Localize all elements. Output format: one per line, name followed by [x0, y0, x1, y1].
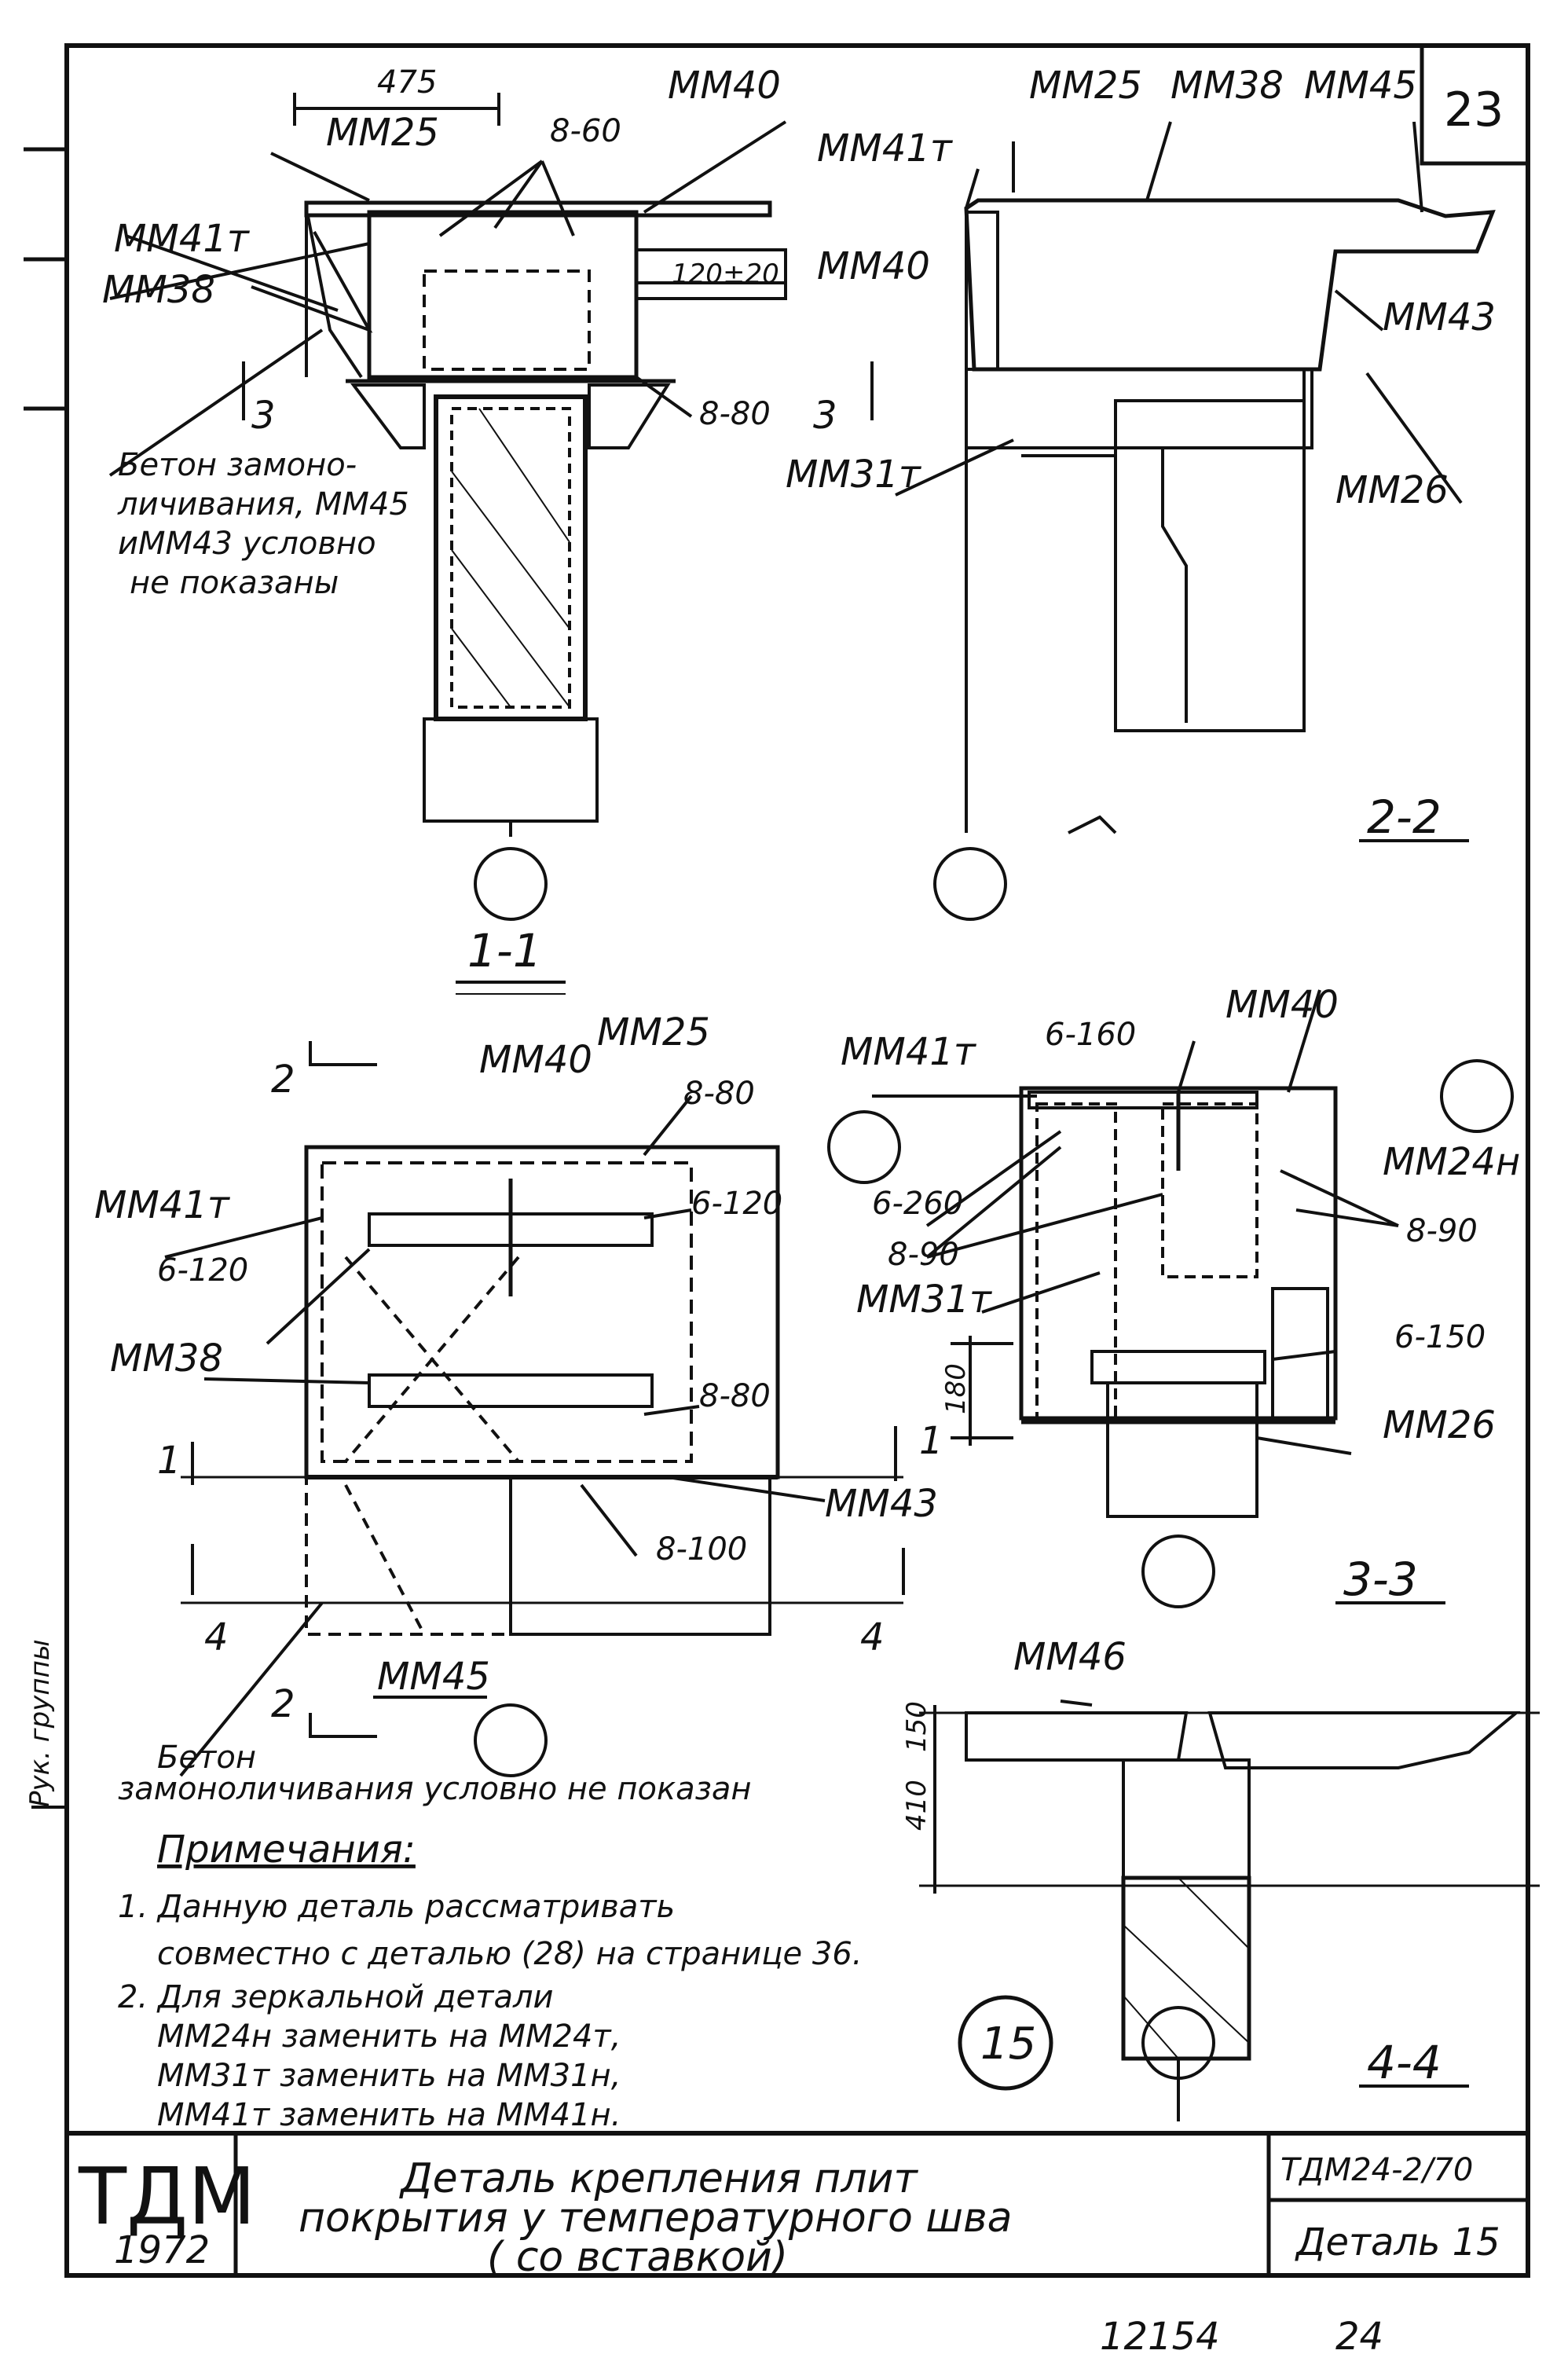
cut-mark-3-left: 3: [251, 394, 276, 438]
title-line-3: ( со вставкой): [487, 2234, 788, 2281]
detail-number-circle: [958, 1995, 1053, 2091]
notes-line-2: совместно с деталью (28) на странице 36.: [157, 1936, 862, 1972]
label-mm25-c: ММ25: [597, 1010, 710, 1054]
label-mm45-c: ММ45: [377, 1655, 490, 1699]
label-6-160: 6-160: [1045, 1017, 1136, 1053]
cut-mark-4-right: 4: [860, 1615, 885, 1659]
note-1-1-line1: Бетон замоно-: [118, 447, 357, 483]
title-line-2: покрытия у температурного шва: [299, 2194, 1013, 2242]
label-8-100: 8-100: [656, 1531, 747, 1568]
label-mm40-c: ММ40: [479, 1038, 592, 1082]
label-mm41t-b: ММ41т: [817, 126, 954, 170]
label-mm38-b: ММ38: [1171, 64, 1284, 108]
label-mm31t-d: ММ31т: [856, 1278, 993, 1322]
cut-mark-1-left: 1: [157, 1439, 181, 1483]
section-4-4-labels: ММ46 150 410 4-4: [901, 1635, 1442, 2089]
cut-mark-4-left: 4: [204, 1615, 229, 1659]
detail-number: 15: [980, 2018, 1036, 2070]
dim-150: 150: [901, 1701, 932, 1752]
notes-line-1: 1. Данную деталь рассматривать: [118, 1889, 675, 1925]
label-mm45-b: ММ45: [1304, 64, 1417, 108]
label-mm40-d: ММ40: [1225, 983, 1339, 1027]
note-1-1-line3: иММ43 условно: [118, 526, 376, 562]
note-plan-line1: Бетон: [157, 1740, 256, 1776]
label-mm24n: ММ24н: [1383, 1140, 1520, 1184]
label-mm43-c: ММ43: [825, 1482, 938, 1526]
notes-line-6: ММ41т заменить на ММ41н.: [157, 2097, 621, 2133]
label-mm46: ММ46: [1013, 1635, 1127, 1679]
section-2-2-labels: ММ25 ММ38 ММ45 ММ41т ММ40 ММ43 ММ31т ММ2…: [786, 64, 1496, 844]
cut-mark-3-right: 3: [813, 394, 837, 438]
plan-drawing: [164, 1041, 905, 1777]
label-mm41t-a: ММ41т: [114, 217, 251, 261]
section-3-3-drawing: [872, 989, 1514, 1608]
label-6-260: 6-260: [872, 1186, 963, 1222]
footer-inventory-number: 12154: [1100, 2315, 1220, 2359]
dim-180: 180: [940, 1363, 972, 1414]
label-mm38-a: ММ38: [102, 268, 215, 312]
label-8-90-left: 8-90: [888, 1237, 959, 1273]
sheet-frame: [24, 43, 1530, 2278]
section-label-2-2: 2-2: [1367, 790, 1442, 844]
footer-page-number: 24: [1335, 2315, 1383, 2359]
dim-410: 410: [901, 1780, 932, 1831]
dim-475: 475: [377, 64, 437, 101]
label-mm43-b: ММ43: [1383, 295, 1496, 339]
label-8-60: 8-60: [550, 113, 621, 149]
label-mm31t-b: ММ31т: [786, 453, 922, 497]
label-mm38-c: ММ38: [110, 1336, 223, 1380]
notes-line-3: 2. Для зеркальной детали: [118, 1979, 554, 2015]
label-120: 120: [672, 258, 723, 290]
section-label-3-3: 3-3: [1343, 1553, 1418, 1606]
plan-labels: ММ25 ММ40 8-80 ММ41т 6-120 6-120 ММ38 8-…: [94, 1010, 943, 1807]
label-6-120-a: 6-120: [691, 1186, 782, 1222]
label-8-90-right: 8-90: [1406, 1213, 1478, 1249]
label-8-80-c: 8-80: [699, 1378, 771, 1414]
section-1-1-labels: 475 ММ25 ММ40 8-60 ММ41т ММ38 120 ±20 8-…: [102, 64, 837, 977]
label-mm25-b: ММ25: [1029, 64, 1142, 108]
notes-line-4: ММ24н заменить на ММ24т,: [157, 2018, 621, 2055]
notes-block: Примечания: 1. Данную деталь рассматрива…: [118, 1828, 1036, 2133]
label-mm40-b: ММ40: [817, 244, 930, 288]
series-code: ТДМ24-2/70: [1280, 2152, 1473, 2188]
notes-heading: Примечания:: [157, 1828, 416, 1872]
label-6-150: 6-150: [1394, 1319, 1486, 1355]
title-line-1: Деталь крепления плит: [399, 2155, 918, 2202]
margin-side-text: Рук. группы: [24, 1639, 56, 1807]
cut-mark-1-right: 1: [919, 1419, 943, 1463]
section-2-2-drawing: [895, 121, 1496, 921]
title-block: ТДМ 1972 Деталь крепления плит покрытия …: [78, 2150, 1500, 2281]
label-mm41t-d: ММ41т: [841, 1030, 977, 1074]
label-8-80-b: 8-80: [683, 1076, 755, 1112]
note-1-1-line2: личивания, ММ45: [117, 486, 409, 522]
label-pm20: ±20: [723, 258, 779, 290]
label-mm40-a: ММ40: [668, 64, 781, 108]
note-1-1-line4: не показаны: [130, 565, 339, 601]
section-label-1-1: 1-1: [467, 924, 542, 977]
section-3-3-labels: ММ40 6-160 ММ41т ММ24н 6-260 8-90 8-90 М…: [841, 983, 1520, 1606]
section-1-1-drawing: [108, 93, 874, 995]
cut-mark-2-bottom: 2: [271, 1682, 295, 1726]
stamp-tdm: ТДМ: [78, 2150, 256, 2242]
stamp-year: 1972: [114, 2228, 210, 2272]
section-4-4-drawing: [919, 1700, 1540, 2121]
label-mm26-d: ММ26: [1383, 1403, 1496, 1447]
page-number: 23: [1444, 82, 1504, 138]
section-label-4-4: 4-4: [1367, 2036, 1442, 2089]
cut-mark-2-top: 2: [271, 1058, 295, 1102]
note-plan-line2: замоноличивания условно не показан: [118, 1771, 752, 1807]
label-mm41t-c: ММ41т: [94, 1183, 231, 1227]
detail-label: Деталь 15: [1295, 2220, 1500, 2264]
label-8-80-a: 8-80: [699, 396, 771, 432]
notes-line-5: ММ31т заменить на ММ31н,: [157, 2058, 621, 2094]
label-mm26-b: ММ26: [1335, 468, 1449, 512]
label-6-120-b: 6-120: [157, 1252, 248, 1289]
label-mm25-a: ММ25: [326, 111, 439, 155]
